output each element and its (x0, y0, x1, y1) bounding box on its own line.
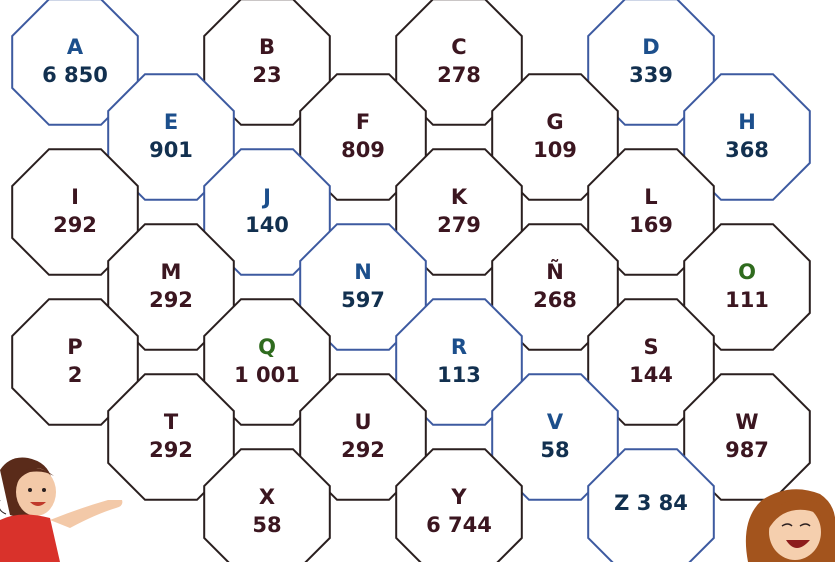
cell-letter: Ñ (546, 259, 564, 284)
cell-value: 987 (725, 438, 769, 462)
cell-value: 292 (149, 438, 193, 462)
cell-letter: H (738, 110, 756, 134)
cell-value: 111 (725, 288, 769, 312)
octagon-cell-Y: Y 6 744 (396, 449, 522, 562)
cell-letter: J (261, 185, 271, 209)
cell-letter: V (547, 410, 564, 434)
cell-value: 292 (53, 213, 97, 237)
pointing-girl-illustration (0, 458, 122, 562)
cell-value: 292 (149, 288, 193, 312)
cell-letter: W (735, 410, 758, 434)
cell-letter: I (71, 185, 79, 209)
cell-value: 23 (252, 63, 281, 87)
cell-letter: P (67, 335, 82, 359)
cell-value: 58 (252, 513, 281, 537)
cell-letter: L (644, 185, 657, 209)
cell-letter: B (259, 35, 275, 59)
cell-letter: C (451, 35, 466, 59)
cell-value: 2 (68, 363, 83, 387)
cell-value: 368 (725, 138, 769, 162)
cell-letter: Y (450, 485, 467, 509)
octagon-cells: A 6 850 B 23 C 278 D 339E 901 F 809 G 109 H 368I 292 J 14… (12, 0, 810, 562)
cell-value: 1 001 (234, 363, 300, 387)
cell-letter: T (164, 410, 179, 434)
octagon-cell-X: X 58 (204, 449, 330, 562)
cell-value: 292 (341, 438, 385, 462)
cell-letter: A (67, 35, 84, 59)
cell-label-inline: Z 3 84 (614, 491, 688, 515)
cell-value: 279 (437, 213, 481, 237)
cell-value: 113 (437, 363, 481, 387)
cell-letter: F (356, 110, 370, 134)
cell-value: 597 (341, 288, 385, 312)
cell-letter: D (642, 35, 659, 59)
cell-letter: E (164, 110, 178, 134)
cell-letter: X (259, 485, 275, 509)
cell-value: 169 (629, 213, 673, 237)
cell-value: 809 (341, 138, 385, 162)
cell-value: 140 (245, 213, 289, 237)
cell-value: 268 (533, 288, 577, 312)
cell-letter: R (451, 335, 467, 359)
cell-letter: Q (258, 335, 276, 359)
octagon-cell-Z: Z 3 84 (588, 449, 714, 562)
cell-value: 109 (533, 138, 577, 162)
cell-letter: S (643, 335, 658, 359)
cell-letter: U (354, 410, 371, 434)
cell-letter: K (451, 185, 468, 209)
cell-value: 58 (540, 438, 569, 462)
cell-value: 6 744 (426, 513, 492, 537)
cell-value: 339 (629, 63, 673, 87)
cell-letter: M (161, 260, 182, 284)
cell-letter: N (354, 260, 372, 284)
cell-value: 144 (629, 363, 673, 387)
cell-value: 278 (437, 63, 481, 87)
cell-letter: G (546, 110, 563, 134)
cell-value: 6 850 (42, 63, 108, 87)
cell-value: 901 (149, 138, 193, 162)
cell-letter: O (738, 260, 756, 284)
